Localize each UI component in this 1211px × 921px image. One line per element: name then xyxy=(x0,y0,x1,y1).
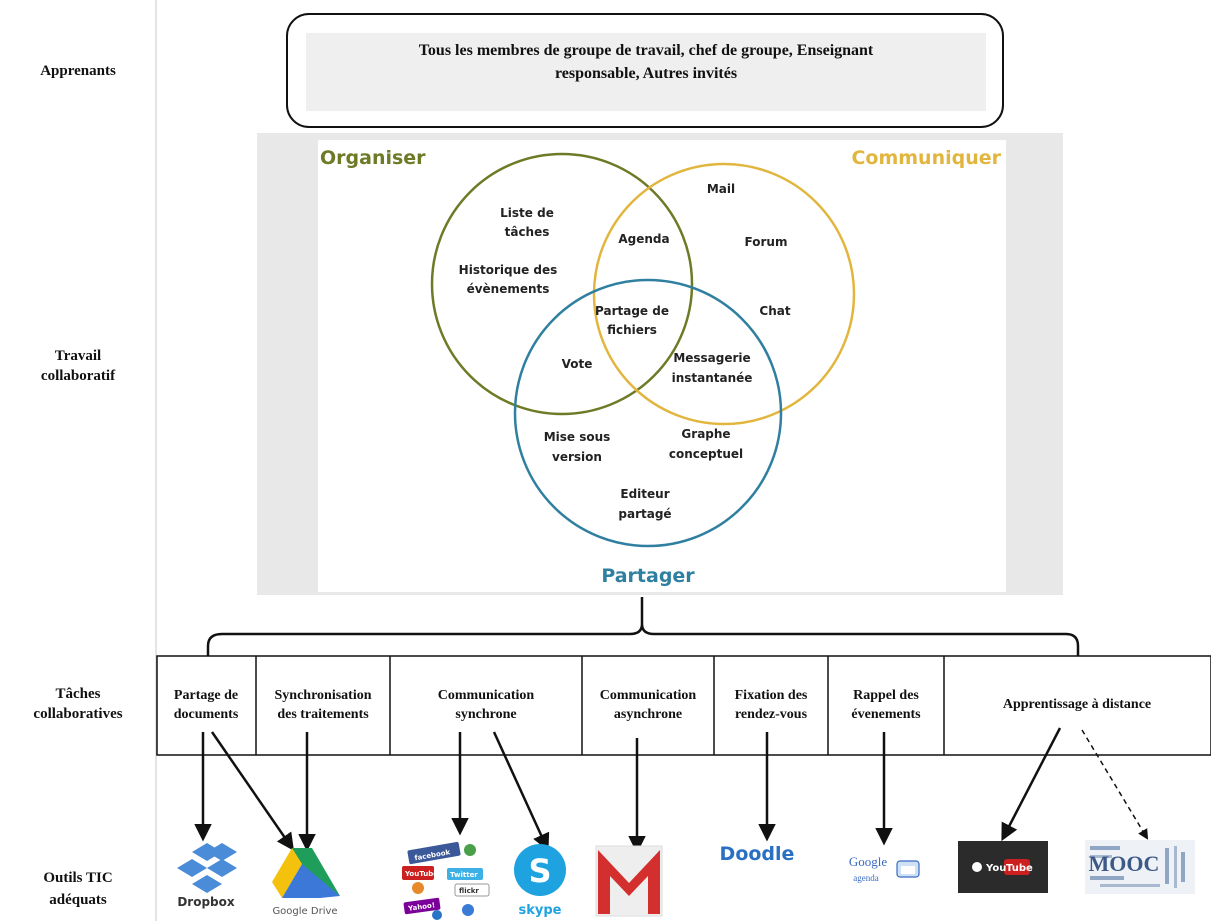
venn-circle-share xyxy=(513,278,783,548)
mooc-wordcloud-icon xyxy=(1085,840,1195,894)
learners-text-2: responsable, Autres invités xyxy=(555,65,737,82)
venn-circle-communicate xyxy=(592,162,856,426)
youtube-icon xyxy=(958,841,1048,893)
task-1-line1: Synchronisation xyxy=(275,688,372,703)
venn-item-versioning-1: Mise sous xyxy=(544,430,611,444)
task-2-line1: Communication xyxy=(438,688,535,703)
venn-title-organize: Organiser xyxy=(320,147,426,169)
venn-title-communicate: Communiquer xyxy=(851,147,1001,169)
venn-item-file-share-2: fichiers xyxy=(607,323,657,337)
row-label-collab-work-2: collaboratif xyxy=(41,368,116,384)
venn-item-agenda: Agenda xyxy=(618,232,669,246)
venn-item-history-2: évènements xyxy=(467,282,550,296)
row-label-tasks-1: Tâches xyxy=(56,686,101,702)
venn-item-concept-map-2: conceptuel xyxy=(669,447,743,461)
dropbox-label: Dropbox xyxy=(177,895,235,909)
venn-item-tasks-1: Liste de xyxy=(500,206,554,220)
arrow-distance-youtube xyxy=(1001,727,1062,842)
mooc-label: MOOC xyxy=(1089,851,1160,876)
gmail-icon xyxy=(595,845,663,917)
venn-item-tasks-2: tâches xyxy=(505,225,550,239)
google-drive-label: Google Drive xyxy=(272,906,337,917)
skype-icon: S xyxy=(514,844,566,896)
task-2-line2: synchrone xyxy=(455,707,516,722)
grouping-brace xyxy=(206,597,1080,658)
venn-item-im-2: instantanée xyxy=(672,371,753,385)
venn-title-share: Partager xyxy=(601,565,695,587)
google-agenda-label-1: Google xyxy=(849,854,888,869)
task-6-line1: Apprentissage à distance xyxy=(1003,697,1151,712)
google-drive-icon xyxy=(272,848,340,898)
venn-item-concept-map-1: Graphe xyxy=(681,427,730,441)
venn-item-chat: Chat xyxy=(759,304,790,318)
task-5-line2: évenements xyxy=(851,707,921,722)
row-label-tasks-2: collaboratives xyxy=(33,706,122,722)
task-0-line2: documents xyxy=(174,707,239,722)
task-1-line2: des traitements xyxy=(277,707,369,722)
task-4-line2: rendez-vous xyxy=(735,707,808,722)
social-label-twitter: Twitter xyxy=(450,871,478,879)
doodle-logo: Doodle xyxy=(720,843,795,865)
task-4-line1: Fixation des xyxy=(735,688,808,703)
social-label-flickr: flickr xyxy=(459,887,479,895)
svg-text:S: S xyxy=(528,852,551,890)
social-media-icons xyxy=(402,841,490,920)
social-label-yahoo: Yahoo! xyxy=(407,901,436,913)
row-label-tools-1: Outils TIC xyxy=(43,870,112,886)
task-0-line1: Partage de xyxy=(174,688,238,703)
arrow-distance-mooc xyxy=(1081,729,1149,840)
row-label-learners: Apprenants xyxy=(40,63,116,79)
learners-text-1: Tous les membres de groupe de travail, c… xyxy=(419,42,874,59)
task-3-line2: asynchrone xyxy=(614,707,682,722)
venn-item-im-1: Messagerie xyxy=(673,351,750,365)
venn-item-history-1: Historique des xyxy=(459,263,558,277)
venn-circle-organize xyxy=(430,152,694,416)
youtube-label-tube: Tube xyxy=(1006,863,1033,874)
left-column xyxy=(0,0,156,921)
venn-item-versioning-2: version xyxy=(552,450,602,464)
venn-item-shared-editor-1: Editeur xyxy=(620,487,669,501)
task-table xyxy=(156,655,1211,756)
arrow-sync-skype xyxy=(492,731,550,852)
task-5-line1: Rappel des xyxy=(853,688,919,703)
task-3-line1: Communication xyxy=(600,688,697,703)
youtube-label-you: You xyxy=(985,863,1006,874)
venn-item-shared-editor-2: partagé xyxy=(618,507,671,521)
google-agenda-label-2: agenda xyxy=(853,873,878,883)
row-label-collab-work-1: Travail xyxy=(55,348,101,364)
venn-item-file-share-1: Partage de xyxy=(595,304,669,318)
dropbox-icon xyxy=(177,843,237,893)
venn-item-mail: Mail xyxy=(707,182,735,196)
skype-label: skype xyxy=(519,903,562,918)
venn-item-vote: Vote xyxy=(562,357,593,371)
learners-box-fill xyxy=(306,33,986,111)
social-label-youtube: YouTube xyxy=(404,870,438,878)
calendar-icon xyxy=(896,860,920,878)
venn-item-forum: Forum xyxy=(745,235,788,249)
arrow-docs-gdrive xyxy=(210,731,294,851)
row-label-tools-2: adéquats xyxy=(49,892,107,908)
